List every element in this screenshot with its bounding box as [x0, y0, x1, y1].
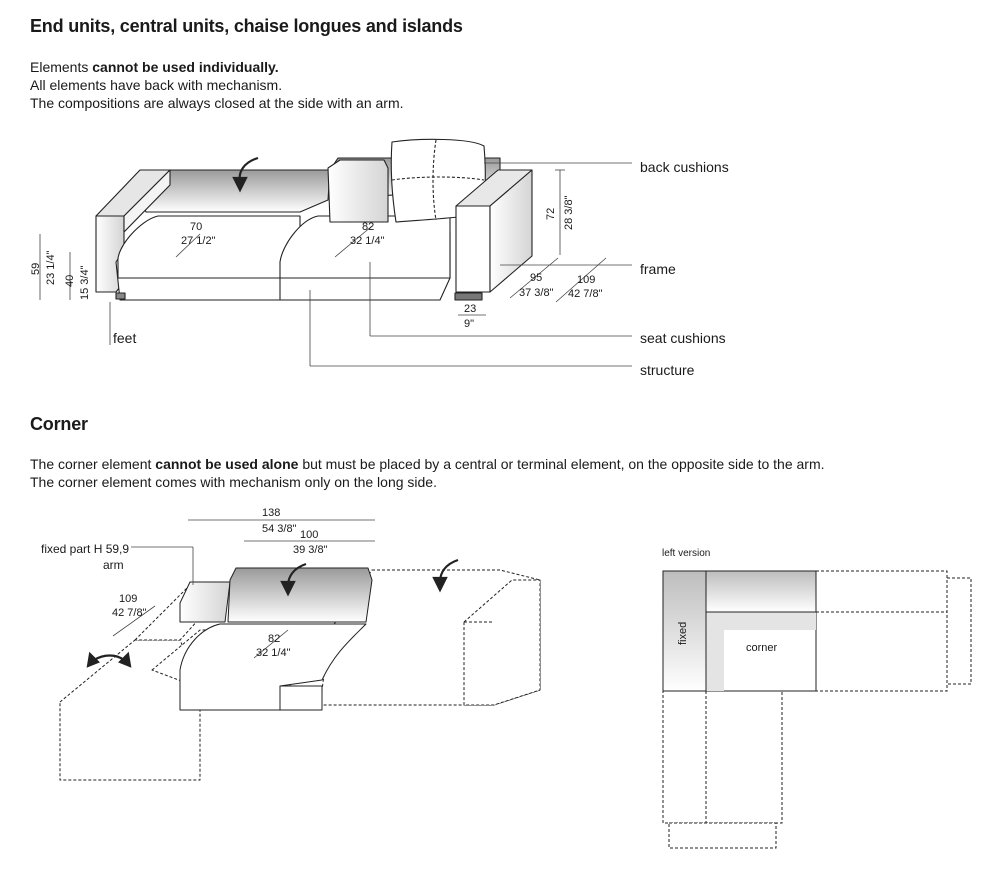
dim-15: 15 3/4"	[79, 265, 91, 300]
section-title-corner: Corner	[30, 414, 88, 434]
intro-line-3: The compositions are always closed at th…	[30, 95, 404, 111]
intro-line-1: Elements cannot be used individually.	[30, 59, 279, 75]
corner-line-1: The corner element cannot be used alone …	[30, 456, 825, 472]
dim-9: 9"	[464, 318, 474, 330]
dim-corner-32: 32 1/4"	[256, 647, 291, 659]
label-fixed: fixed	[677, 622, 689, 645]
dim-37: 37 3/8"	[519, 287, 554, 299]
plan-view	[662, 570, 972, 849]
label-frame: frame	[640, 261, 676, 277]
dim-23-1-4: 23 1/4"	[45, 250, 57, 285]
dim-27: 27 1/2"	[181, 235, 216, 247]
corner-line-2: The corner element comes with mechanism …	[30, 474, 437, 490]
dim-138: 138	[262, 507, 280, 519]
leader-lines	[39, 162, 632, 367]
intro-line-2: All elements have back with mechanism.	[30, 77, 283, 93]
dim-100: 100	[300, 529, 318, 541]
label-arm: arm	[103, 558, 124, 572]
dim-40: 40	[64, 275, 76, 287]
dim-82: 82	[362, 221, 374, 233]
section-title-units: End units, central units, chaise longues…	[30, 16, 463, 36]
dim-corner-109: 109	[119, 593, 137, 605]
corner-rotate-arrows	[86, 558, 459, 668]
dim-corner-42: 42 7/8"	[112, 607, 147, 619]
dim-95: 95	[530, 272, 542, 284]
label-left-version: left version	[662, 548, 710, 559]
dim-54: 54 3/8"	[262, 523, 297, 535]
label-feet: feet	[113, 330, 136, 346]
label-corner: corner	[746, 642, 778, 654]
corner-leader-lines	[112, 519, 375, 659]
sofa-illustration	[95, 138, 533, 301]
dim-39: 39 3/8"	[293, 544, 328, 556]
label-structure: structure	[640, 362, 695, 378]
dim-corner-82: 82	[268, 633, 280, 645]
dim-59: 59	[30, 263, 42, 275]
dim-70: 70	[190, 221, 202, 233]
dim-109: 109	[577, 274, 595, 286]
dim-42: 42 7/8"	[568, 288, 603, 300]
dim-32: 32 1/4"	[350, 235, 385, 247]
label-fixed-part: fixed part H 59,9	[41, 542, 129, 556]
label-seat-cushions: seat cushions	[640, 330, 726, 346]
dim-72: 72	[545, 208, 557, 220]
dim-28: 28 3/8"	[563, 195, 575, 230]
dim-23: 23	[464, 303, 476, 315]
rotate-arrow-icon	[232, 156, 259, 193]
label-back-cushions: back cushions	[640, 159, 729, 175]
corner-sofa-illustration	[59, 567, 541, 781]
